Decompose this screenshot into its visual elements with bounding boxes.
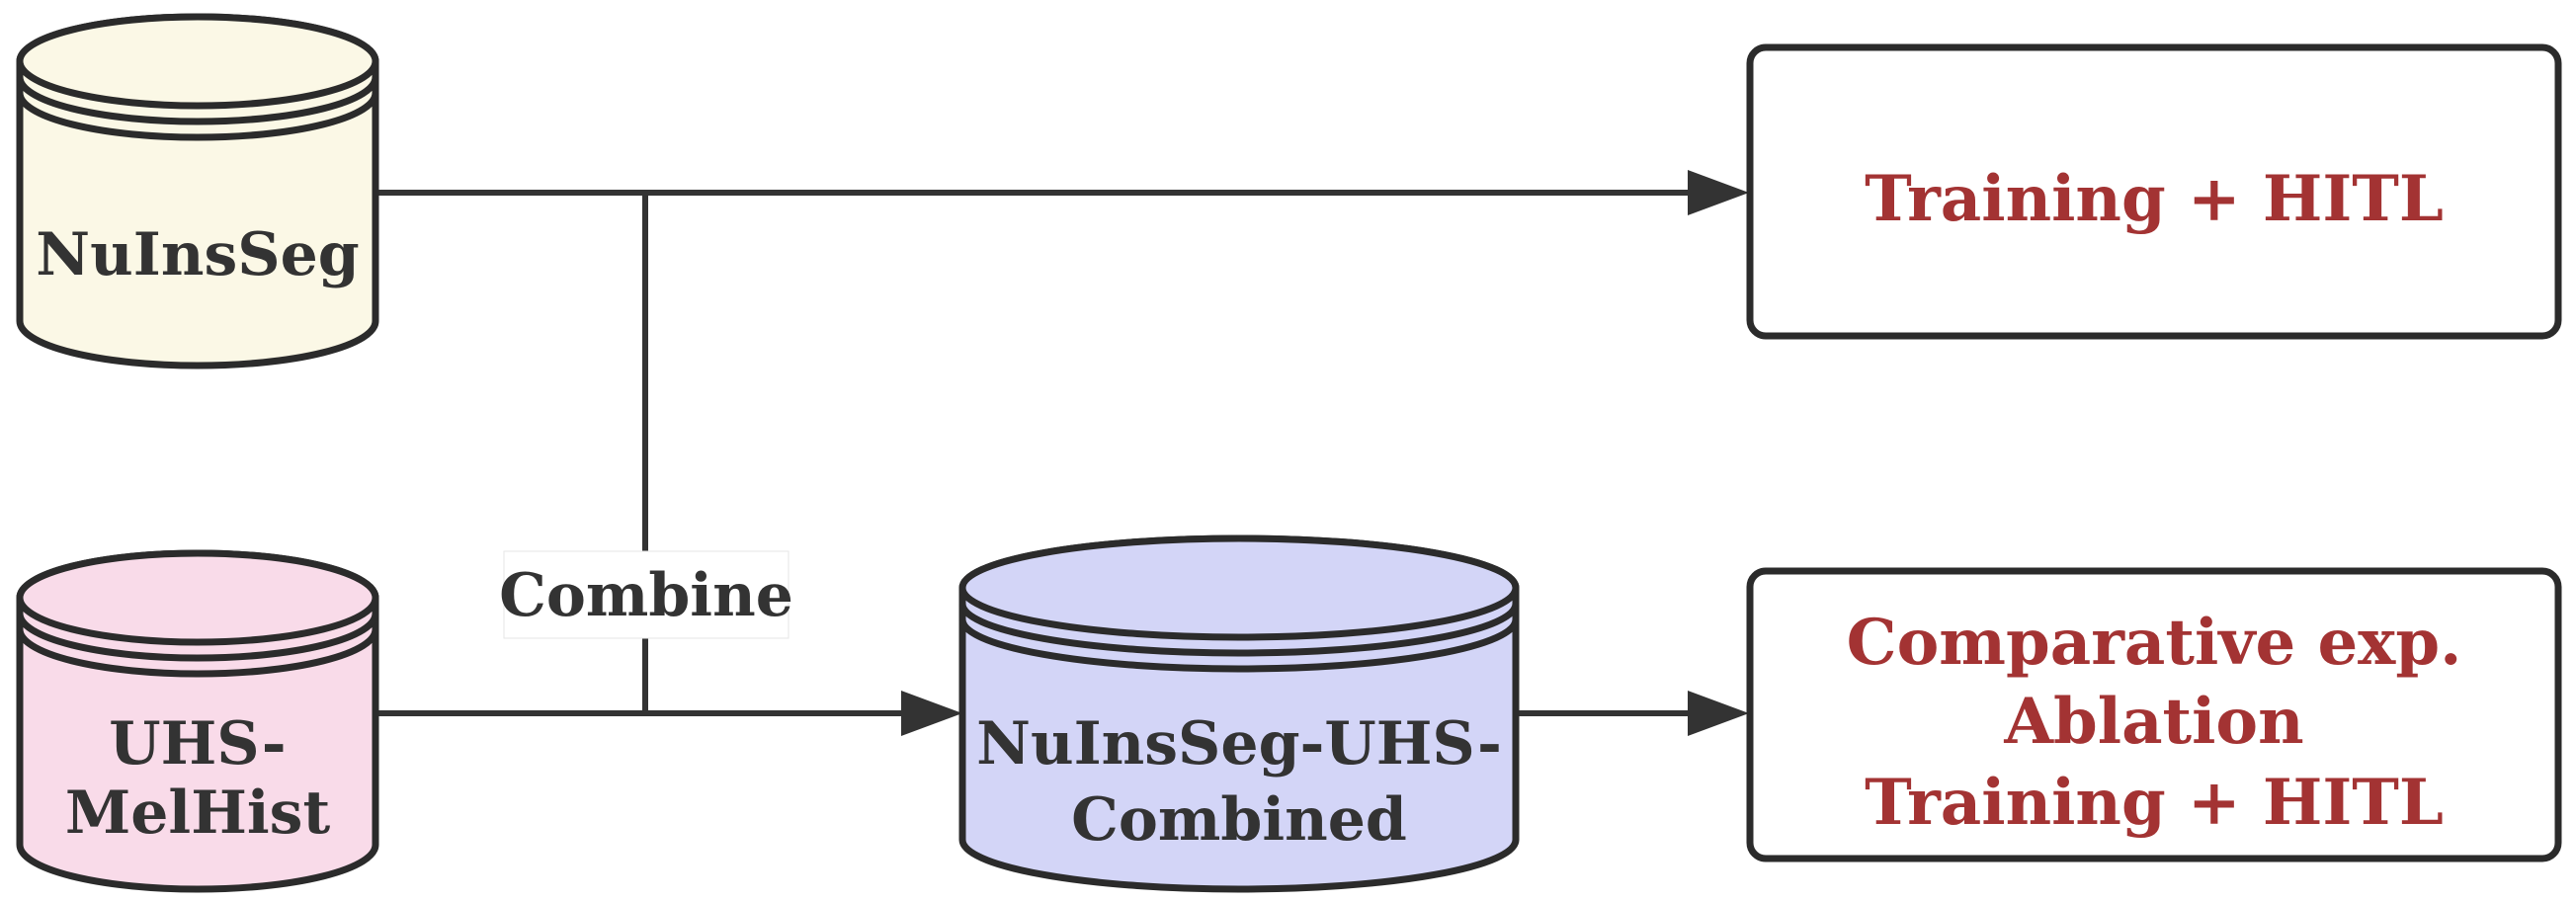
arrowhead-comparative: [1688, 691, 1749, 736]
database-combined: NuInsSeg-UHS- Combined: [958, 534, 1520, 893]
database-combined-label-line-1: NuInsSeg-UHS-: [976, 709, 1502, 779]
database-nuinsseg-ring-2: [16, 92, 379, 141]
database-uhs-melhist: UHS- MelHist: [16, 549, 379, 893]
database-nuinsseg: NuInsSeg: [16, 13, 379, 369]
process-box-comparative-line-2: Ablation: [2003, 685, 2303, 759]
database-combined-top: [958, 534, 1520, 641]
database-combined-label-line-2: Combined: [1071, 785, 1407, 855]
database-uhs-melhist-label-line-2: MelHist: [65, 779, 331, 848]
arrowhead-combined: [901, 691, 962, 736]
database-combined-ring-2: [958, 618, 1520, 673]
edges: [375, 170, 1749, 736]
process-box-comparative-line-1: Comparative exp.: [1847, 606, 2462, 680]
process-box-training: Training + HITL: [1746, 43, 2562, 340]
process-box-comparative-line-3: Training + HITL: [1865, 766, 2444, 840]
database-uhs-melhist-ring-2: [16, 628, 379, 678]
process-box-comparative: Comparative exp. Ablation Training + HIT…: [1746, 567, 2562, 862]
database-nuinsseg-label: NuInsSeg: [36, 220, 359, 289]
arrowhead-training: [1688, 170, 1749, 215]
process-box-training-label: Training + HITL: [1865, 162, 2444, 236]
database-nuinsseg-ring-1: [16, 76, 379, 125]
process-box-comparative-frame: [1746, 567, 2562, 862]
combine-label-group: Combine: [499, 550, 793, 639]
database-uhs-melhist-top: [16, 549, 379, 646]
combine-label-background: [503, 550, 789, 639]
database-uhs-melhist-label-line-1: UHS-: [109, 709, 286, 779]
database-nuinsseg-top: [16, 13, 379, 110]
database-combined-ring-1: [958, 603, 1520, 657]
combine-label: Combine: [499, 561, 793, 630]
database-uhs-melhist-ring-1: [16, 613, 379, 662]
process-box-training-frame: [1746, 43, 2562, 340]
